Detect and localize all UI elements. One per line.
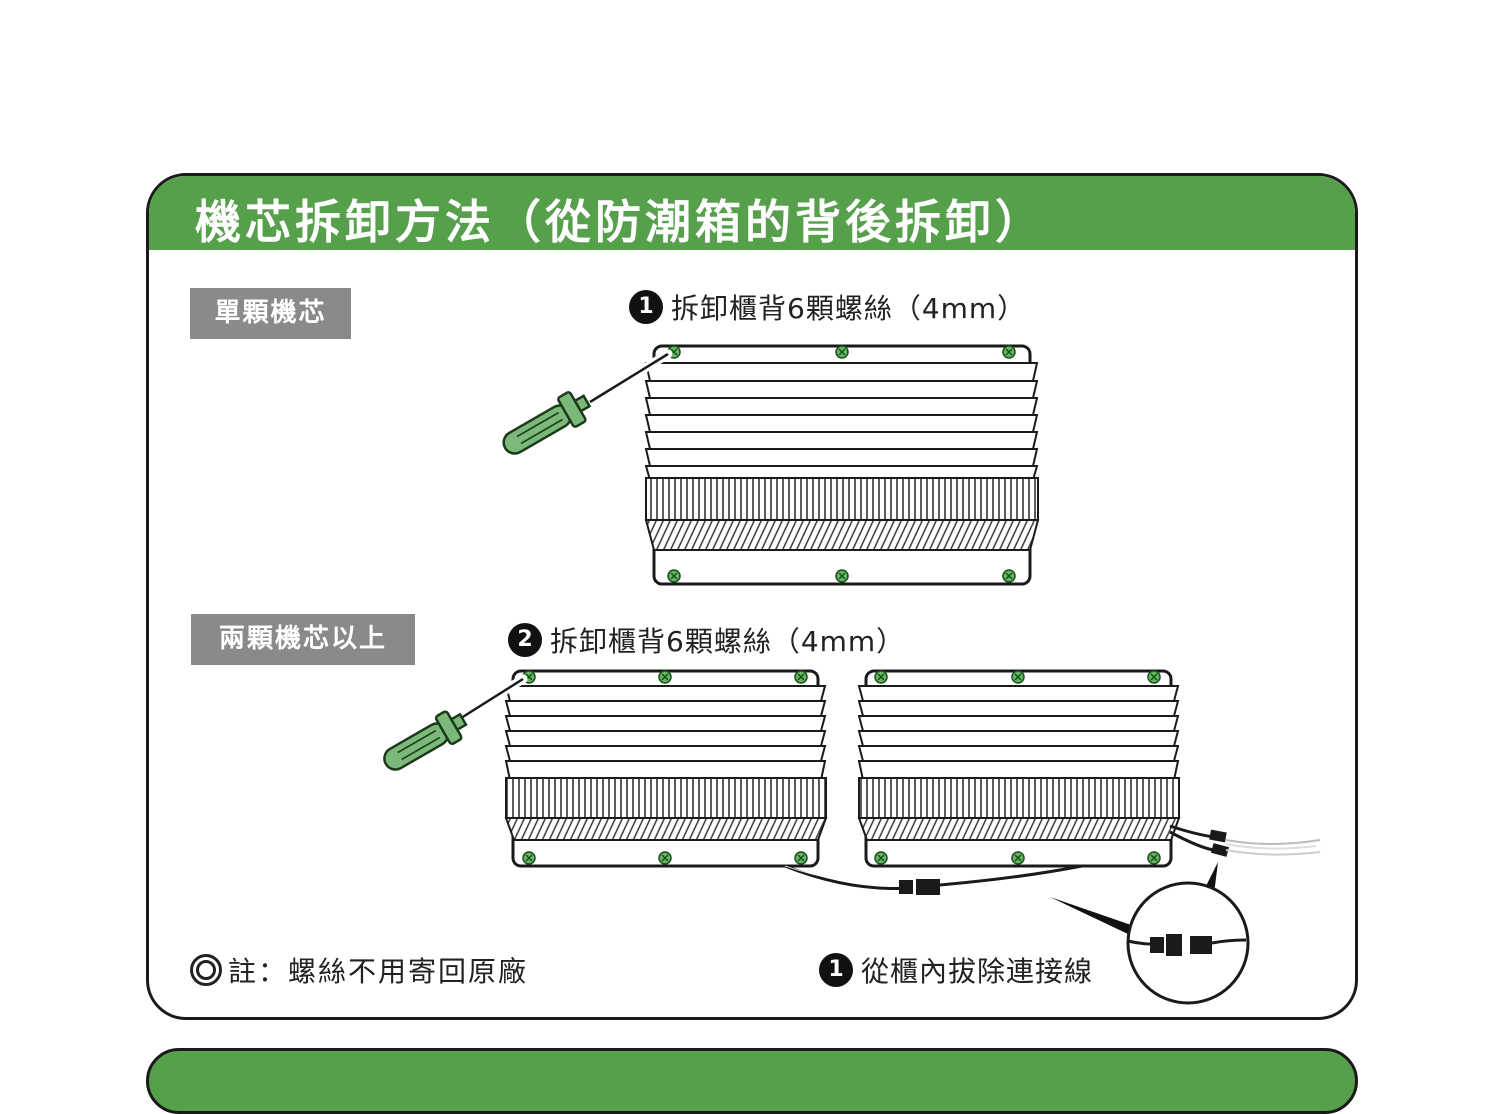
dual-module-left xyxy=(504,669,828,868)
connecting-cable xyxy=(784,864,1083,895)
step-disconnect: 1 從櫃內拔除連接線 xyxy=(819,950,1093,990)
screw-icon xyxy=(835,569,849,583)
single-dehumidifier-module xyxy=(644,344,1040,586)
circled-number-icon: 2 xyxy=(508,623,542,657)
single-module-tag: 單顆機芯 xyxy=(190,288,351,339)
power-cables xyxy=(1169,824,1321,857)
connector-icon xyxy=(1150,934,1212,956)
illustration xyxy=(383,344,1321,1005)
screw-icon xyxy=(794,851,808,865)
step-multi-unscrew: 2 拆卸櫃背6顆螺絲（4mm） xyxy=(508,620,905,660)
card-header: 機芯拆卸方法（從防潮箱的背後拆卸） xyxy=(149,176,1355,250)
screw-icon xyxy=(1011,670,1025,684)
circled-number-icon: 1 xyxy=(819,953,853,987)
screw-icon xyxy=(1147,670,1161,684)
multi-module-tag: 兩顆機芯以上 xyxy=(191,614,415,665)
screwdriver-icon xyxy=(502,349,673,455)
step-single-unscrew-text: 拆卸櫃背6顆螺絲（4mm） xyxy=(671,292,1027,325)
screw-icon xyxy=(874,851,888,865)
screw-icon xyxy=(658,851,672,865)
dual-module-right xyxy=(857,669,1181,868)
circled-number-icon: 1 xyxy=(629,290,663,324)
screw-icon xyxy=(1002,345,1016,359)
screw-icon xyxy=(658,670,672,684)
screw-icon xyxy=(794,670,808,684)
screwdriver-icon xyxy=(383,674,528,771)
connector-icon xyxy=(899,879,940,895)
zoom-pointer xyxy=(1050,897,1134,935)
note-text: 註：螺絲不用寄回原廠 xyxy=(228,955,529,988)
screw-icon xyxy=(1011,851,1025,865)
step-multi-unscrew-text: 拆卸櫃背6顆螺絲（4mm） xyxy=(550,625,906,658)
screw-icon xyxy=(1002,569,1016,583)
double-circle-icon xyxy=(190,954,222,986)
screw-icon xyxy=(835,345,849,359)
step-single-unscrew: 1 拆卸櫃背6顆螺絲（4mm） xyxy=(629,287,1026,327)
note: 註：螺絲不用寄回原廠 xyxy=(190,950,528,990)
screw-icon xyxy=(667,569,681,583)
page-title: 機芯拆卸方法（從防潮箱的背後拆卸） xyxy=(195,195,1045,249)
screw-icon xyxy=(522,851,536,865)
magnified-connector xyxy=(1126,881,1250,1005)
step-disconnect-text: 從櫃內拔除連接線 xyxy=(861,955,1094,988)
screw-icon xyxy=(1147,851,1161,865)
next-section-card xyxy=(146,1048,1358,1114)
screw-icon xyxy=(874,670,888,684)
